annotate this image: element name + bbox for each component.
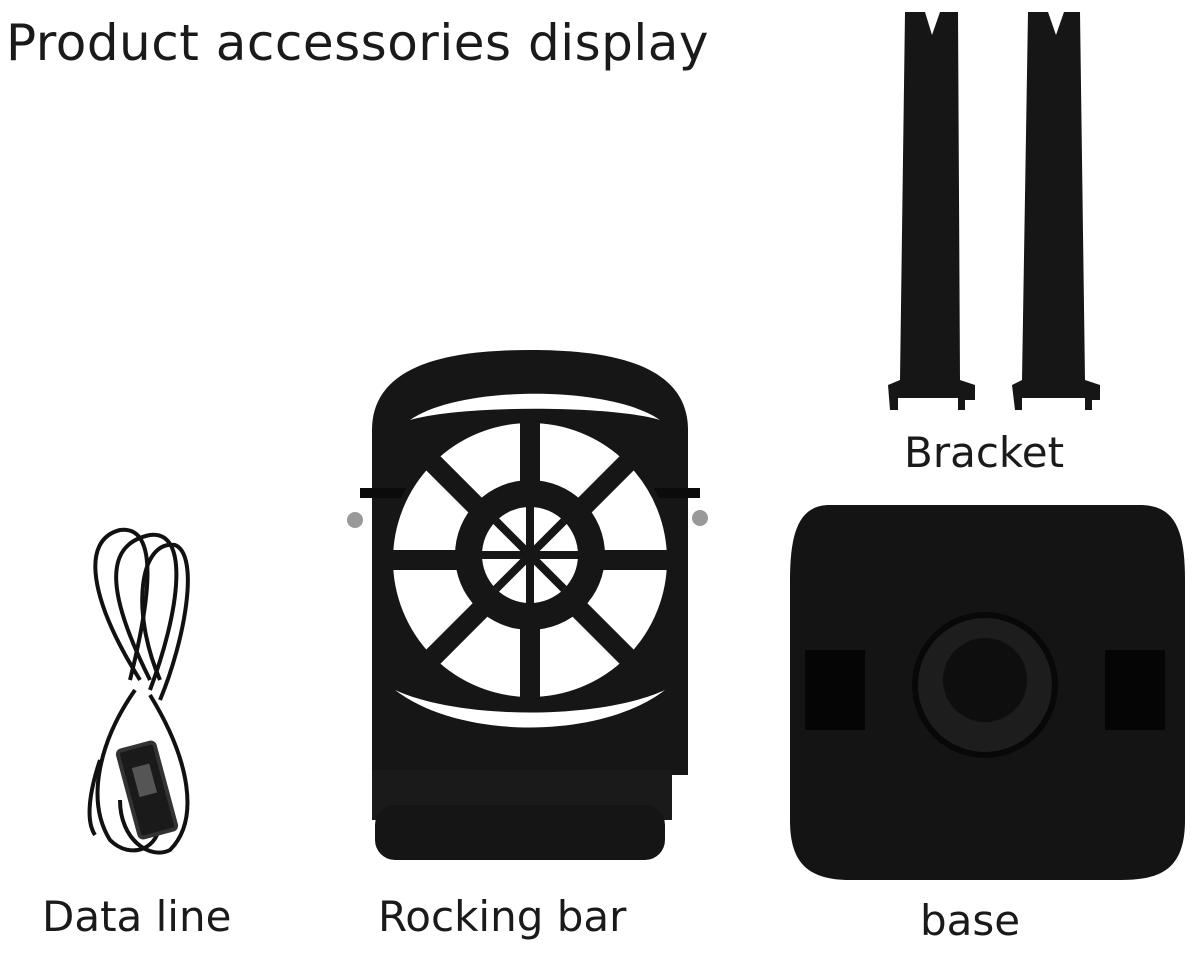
rocking-bar-label: Rocking bar — [378, 892, 627, 941]
bracket-label: Bracket — [904, 428, 1065, 477]
bracket-right — [1012, 12, 1100, 410]
data-line-label: Data line — [42, 892, 232, 941]
base-label: base — [920, 896, 1021, 945]
bracket-left — [888, 12, 975, 410]
data-line-cable — [87, 527, 190, 855]
rocking-bar — [347, 350, 708, 860]
page-title: Product accessories display — [6, 14, 710, 72]
base — [790, 505, 1185, 880]
